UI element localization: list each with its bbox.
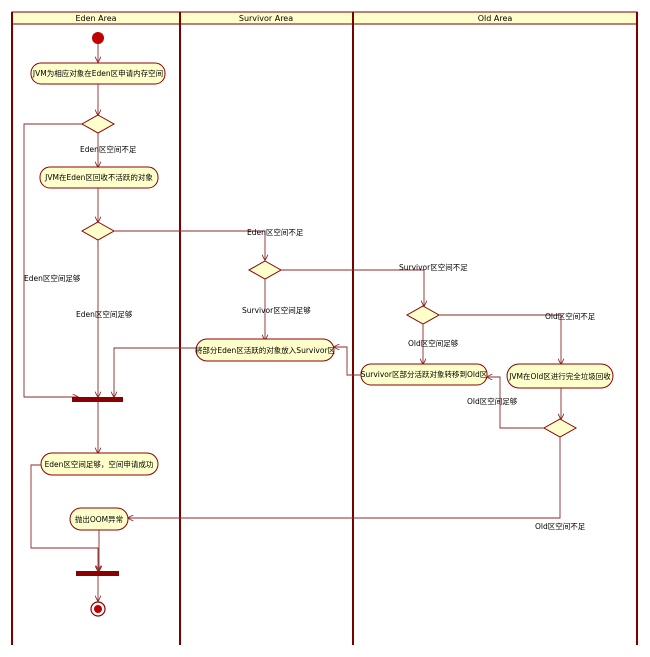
decision-eden-space-2: [80, 221, 116, 241]
guard-eden-insufficient-1: Eden区空间不足: [80, 144, 137, 154]
guard-old-insufficient-1: Old区空间不足: [545, 311, 596, 321]
lane-title-eden: Eden Area: [75, 14, 116, 23]
action-alloc-success-label: Eden区空间足够，空间申请成功: [45, 459, 154, 469]
guard-old-sufficient-2: Old区空间足够: [467, 396, 518, 406]
guard-old-insufficient-2: Old区空间不足: [535, 521, 586, 531]
flow-decision5-insufficient: [128, 437, 561, 518]
join-bar: [72, 397, 123, 402]
decision-eden-space-1: [80, 114, 116, 134]
guard-old-sufficient-1: Old区空间足够: [408, 338, 459, 348]
flow-decision2-insufficient: [114, 230, 265, 260]
lane-title-old: Old Area: [478, 14, 513, 23]
end-join-bar: [76, 571, 119, 576]
action-request-space-label: JVM为相应对象在Eden区申请内存空间: [32, 68, 163, 78]
flow-success-to-end-bar: [30, 464, 98, 571]
flow-survivor-to-join: [114, 347, 196, 397]
action-full-gc: [506, 363, 614, 389]
final-node-inner: [94, 605, 102, 613]
lane-title-survivor: Survivor Area: [239, 14, 293, 23]
decision-old-space-2: [542, 418, 578, 438]
guard-eden-sufficient-left: Eden区空间足够: [24, 273, 81, 283]
flow-decision3-insufficient: [281, 269, 424, 306]
action-eden-gc: [39, 166, 159, 189]
decision-survivor-space: [247, 260, 283, 280]
action-survivor-to-old-label: Survivor区部分活跃对象转移到Old区: [361, 369, 488, 379]
guard-eden-sufficient-2: Eden区空间足够: [76, 309, 133, 319]
action-eden-gc-label: JVM在Eden区回收不活跃的对象: [44, 172, 153, 182]
action-full-gc-label: JVM在Old区进行完全垃圾回收: [508, 371, 611, 381]
action-move-to-survivor-label: 将部分Eden区活跃的对象放入Survivor区: [195, 345, 336, 355]
guard-eden-insufficient-2: Eden区空间不足: [247, 227, 304, 237]
action-throw-oom-label: 抛出OOM异常: [75, 514, 123, 524]
start-node: [92, 32, 104, 44]
flow-decision5-sufficient: [487, 377, 544, 429]
action-alloc-success: [40, 452, 159, 476]
flow-old-to-survivor-action: [334, 347, 361, 376]
flow-decision1-sufficient: [23, 123, 82, 397]
guard-survivor-sufficient: Survivor区空间足够: [242, 305, 311, 315]
flow-decision4-insufficient: [439, 314, 561, 364]
guard-survivor-insufficient: Survivor区空间不足: [399, 262, 468, 272]
decision-old-space-1: [405, 305, 441, 325]
